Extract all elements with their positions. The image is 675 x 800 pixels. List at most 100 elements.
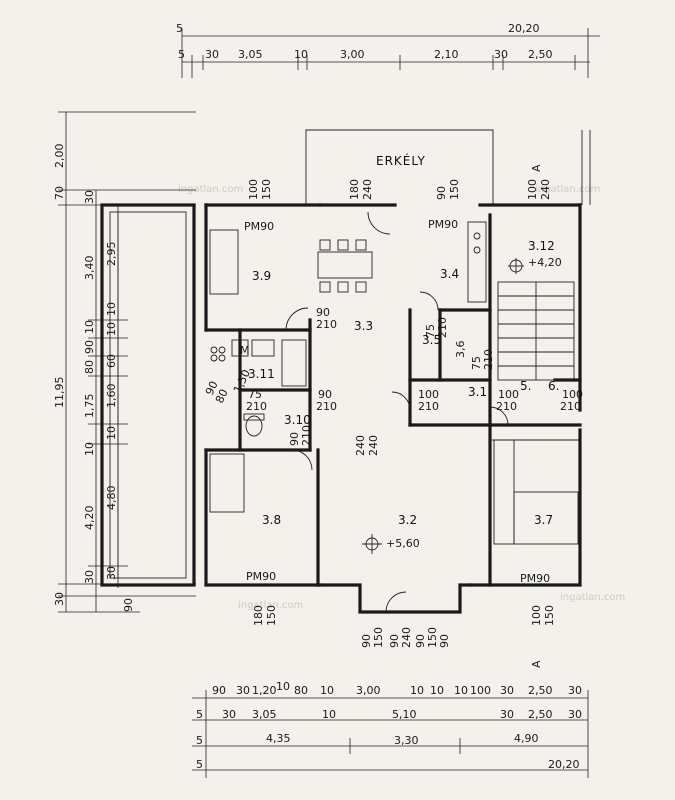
- dim-label: 150: [448, 179, 461, 200]
- door-swings: [285, 211, 509, 613]
- dim-label: 150: [426, 627, 439, 648]
- dim-label: 210: [560, 400, 581, 413]
- dim-label: 100: [470, 684, 491, 697]
- window-label: PM90: [428, 218, 458, 231]
- dim-label: 30: [105, 566, 118, 580]
- dim-label: 150: [543, 605, 556, 626]
- kitchen-counter: [467, 221, 487, 303]
- dim-label: 180: [252, 605, 265, 626]
- room-label: 3.4: [440, 267, 459, 281]
- balcony-label: ERKÉLY: [376, 153, 426, 168]
- dim-label: 60: [105, 354, 118, 368]
- dim-label: 100: [247, 179, 260, 200]
- level-label: +4,20: [528, 256, 562, 269]
- dim-label: 10: [105, 426, 118, 440]
- watermark-text: ingatlan.com: [535, 184, 600, 195]
- room-label: 3.5: [422, 333, 441, 347]
- dim-label: 210: [418, 400, 439, 413]
- dim-label: 90: [212, 684, 226, 697]
- bedroom-furniture: [209, 229, 579, 545]
- dim-label: 3,05: [252, 708, 277, 721]
- dim-label: 5: [178, 48, 185, 61]
- window-label: PM90: [520, 572, 550, 585]
- dim-label: 10: [410, 684, 424, 697]
- dim-label: 10: [454, 684, 468, 697]
- dim-total: 20,20: [508, 22, 540, 35]
- dim-label: 90: [435, 186, 448, 200]
- dim-label: 90: [316, 306, 330, 319]
- room-label: 5.: [520, 379, 531, 393]
- dim-label: 100: [418, 388, 439, 401]
- dim-label: 10: [83, 320, 96, 334]
- dim-label: 30: [494, 48, 508, 61]
- dim-label: 90: [203, 379, 221, 397]
- dim-label: 2,10: [434, 48, 459, 61]
- dim-label: 3,00: [356, 684, 381, 697]
- dim-label: 5: [196, 758, 203, 771]
- room-label: 3.8: [262, 513, 281, 527]
- top-dimensions: 5 20,20 5 30 3,05 10 3,00 2,10 30 2,50: [176, 22, 600, 78]
- room-label: 3.9: [252, 269, 271, 283]
- dim-label: 2,95: [105, 242, 118, 267]
- dim-label: 240: [354, 435, 367, 456]
- dim-label: 2,50: [528, 708, 553, 721]
- dim-label: 30: [83, 570, 96, 584]
- dim-label: 1,60: [105, 384, 118, 409]
- room-label: 3.11: [248, 367, 275, 381]
- dim-label: 80: [83, 360, 96, 374]
- dim-label: 10: [105, 302, 118, 316]
- dim-label: 240: [361, 179, 374, 200]
- dim-label: 10: [105, 322, 118, 336]
- dim-label: 150: [265, 605, 278, 626]
- dim-label: 90: [414, 634, 427, 648]
- dim-label: 2,00: [53, 144, 66, 169]
- dim-label: 2,50: [528, 684, 553, 697]
- dim-label: 30: [500, 708, 514, 721]
- dim-label: 1,75: [83, 394, 96, 419]
- dim-label: 10: [83, 442, 96, 456]
- appliance-label: M: [240, 344, 250, 357]
- dim-label: 5: [196, 708, 203, 721]
- dim-label: 90: [288, 432, 301, 446]
- left-dimensions: 2,00 70 11,95 30 90 30 3,40 10 90 80 1,7…: [53, 111, 196, 613]
- room-label: 6.: [548, 379, 559, 393]
- dim-label: 30: [205, 48, 219, 61]
- dim-label: 210: [246, 400, 267, 413]
- dim-label: 90: [83, 340, 96, 354]
- staircase: [497, 281, 575, 381]
- dim-label: 10: [276, 680, 290, 693]
- dim-label: 80: [213, 387, 231, 405]
- bottom-dimensions: 90 30 1,20 10 80 10 3,00 10 10 10 100 30…: [192, 680, 589, 778]
- dim-label: 210: [316, 400, 337, 413]
- level-marker: [508, 258, 524, 274]
- room-label: 3.1: [468, 385, 487, 399]
- dining-table: [317, 239, 373, 293]
- dim-label: 3,30: [394, 734, 419, 747]
- dim-label: 100: [530, 605, 543, 626]
- dim-label: 30: [53, 592, 66, 606]
- dim-label: 3,05: [238, 48, 263, 61]
- watermark-text: ingatlan.com: [178, 184, 243, 195]
- dim-label: 100: [498, 388, 519, 401]
- dim-label: 210: [300, 425, 313, 446]
- dim-label: 150: [372, 627, 385, 648]
- dim-label: 11,95: [53, 377, 66, 409]
- dim-label: 3,40: [83, 256, 96, 281]
- dim-label: 10: [294, 48, 308, 61]
- dim-label: 90: [438, 634, 451, 648]
- dim-label: 4,90: [514, 732, 539, 745]
- dim-label: 1,20: [252, 684, 277, 697]
- dim-label: 75: [424, 324, 437, 338]
- dim-label: 210: [436, 317, 449, 338]
- room-label: 3.2: [398, 513, 417, 527]
- dim-label: 5,10: [392, 708, 417, 721]
- dim-label: 30: [568, 708, 582, 721]
- dim-label: 100: [562, 388, 583, 401]
- dim-label: 4,20: [83, 506, 96, 531]
- dim-label: 210: [482, 349, 495, 370]
- dim-label: 90: [122, 598, 135, 612]
- dim-label: 3,6: [454, 341, 467, 359]
- section-mark: A: [530, 660, 543, 668]
